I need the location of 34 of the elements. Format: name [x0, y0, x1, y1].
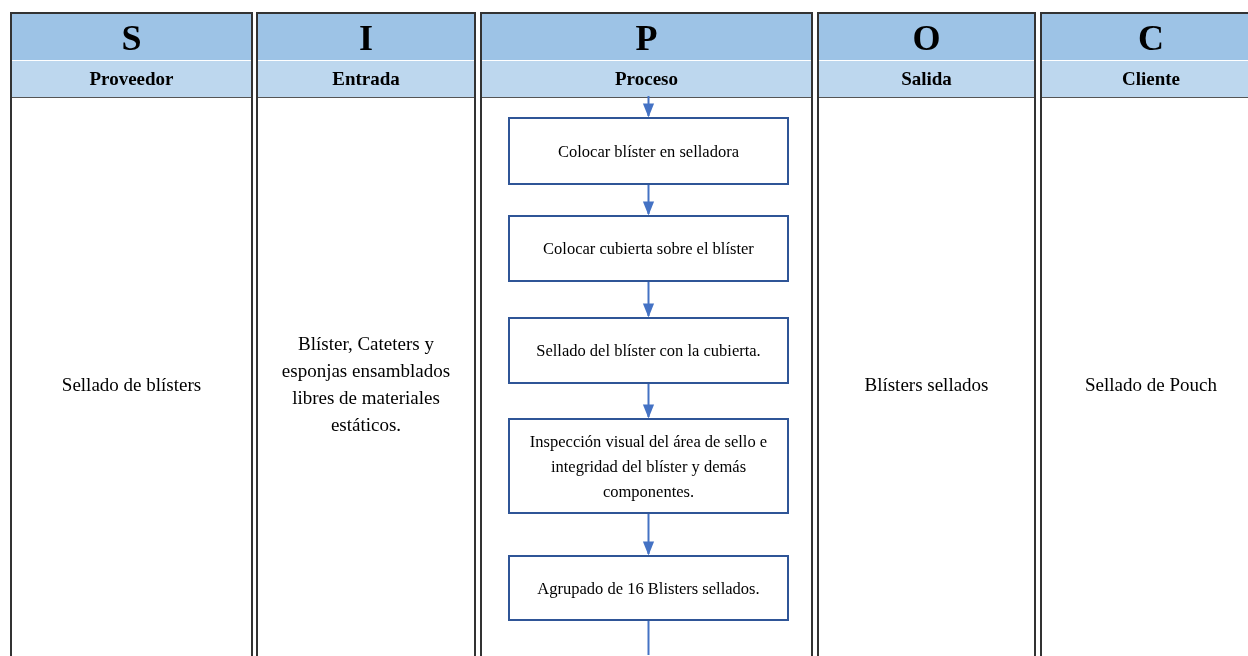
column-letter: I	[258, 14, 474, 61]
sipoc-column	[817, 12, 1036, 656]
column-heading: Proceso	[482, 61, 811, 98]
flow-arrow	[642, 281, 655, 318]
flow-arrow	[642, 95, 655, 118]
sipoc-column	[256, 12, 476, 656]
column-heading: Entrada	[258, 61, 474, 98]
column-letter: P	[482, 14, 811, 61]
process-text: Colocar blíster en selladora	[558, 140, 739, 163]
sipoc-column	[1040, 12, 1248, 656]
process-box	[508, 418, 789, 514]
column-letter: C	[1042, 14, 1248, 61]
process-box	[508, 555, 789, 621]
flow-arrow	[642, 383, 655, 419]
sipoc-column	[10, 12, 253, 656]
process-box	[508, 215, 789, 282]
column-heading: Proveedor	[12, 61, 251, 98]
flow-arrow	[642, 184, 655, 216]
process-box	[508, 317, 789, 384]
process-text: Inspección visual del área de sello e integridad del blíster y demás componentes.	[528, 430, 769, 503]
column-text: Sellado de blísters	[61, 372, 202, 397]
process-box	[508, 117, 789, 185]
process-text: Colocar cubierta sobre el blíster	[543, 238, 754, 260]
process-text: Sellado del blíster con la cubierta.	[536, 340, 761, 362]
process-text: Agrupado de 16 Blisters sellados.	[537, 577, 760, 600]
column-letter: S	[12, 14, 251, 61]
column-letter: O	[819, 14, 1034, 61]
column-heading: Cliente	[1042, 61, 1248, 98]
column-text: Blíster, Cateters y esponjas ensamblados libres de materiales estáticos.	[280, 332, 452, 437]
column-text: Blísters sellados	[864, 372, 989, 397]
sipoc-column	[480, 12, 813, 656]
column-heading: Salida	[819, 61, 1034, 98]
column-text: Sellado de Pouch	[1085, 372, 1217, 397]
flow-arrow	[642, 513, 655, 556]
